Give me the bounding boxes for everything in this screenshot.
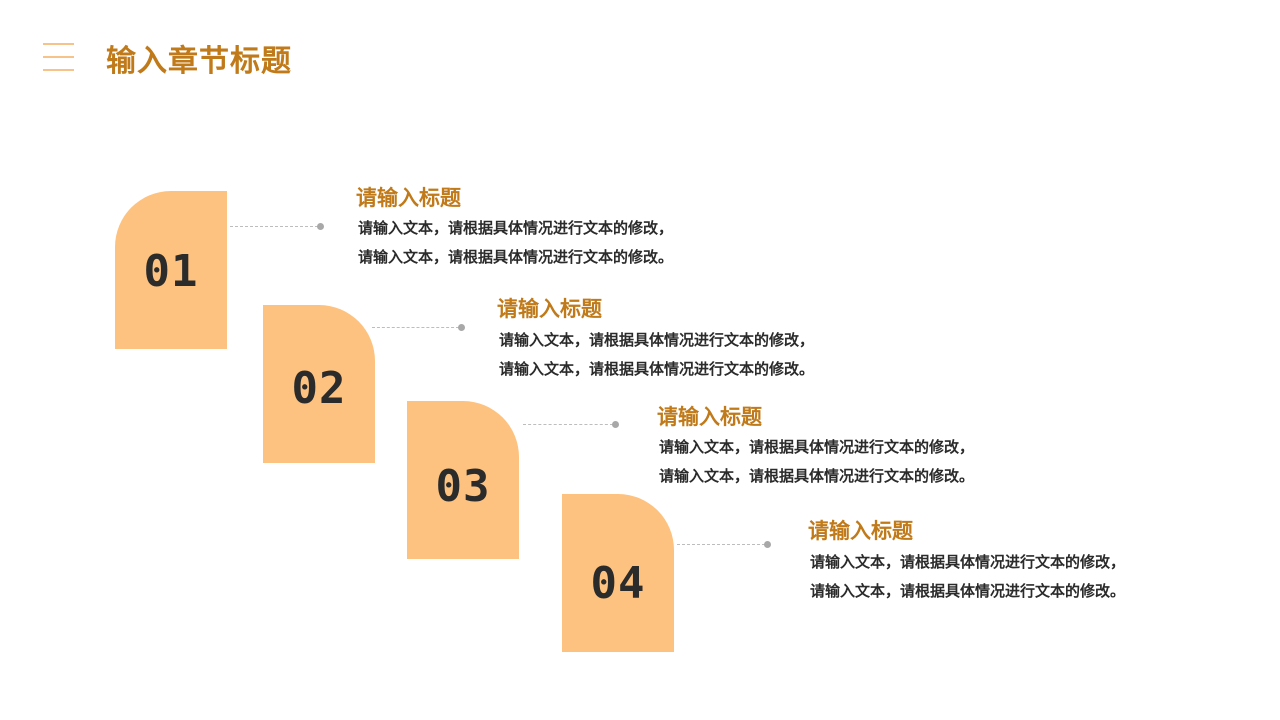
connector-line-4 [677, 544, 765, 545]
connector-dot-4 [764, 541, 771, 548]
item-body-4: 请输入文本，请根据具体情况进行文本的修改， 请输入文本，请根据具体情况进行文本的… [810, 548, 1125, 606]
step-card-1: 01 [115, 191, 227, 349]
step-number-4: 04 [590, 558, 646, 609]
item-body-1-line-1: 请输入文本，请根据具体情况进行文本的修改， [358, 219, 674, 237]
step-card-2: 02 [263, 305, 375, 463]
item-body-3: 请输入文本，请根据具体情况进行文本的修改， 请输入文本，请根据具体情况进行文本的… [659, 433, 974, 491]
item-heading-3: 请输入标题 [657, 405, 762, 429]
connector-dot-2 [458, 324, 465, 331]
item-heading-2: 请输入标题 [497, 297, 602, 321]
step-number-1: 01 [143, 246, 199, 297]
step-number-2: 02 [291, 363, 347, 414]
step-number-3: 03 [435, 461, 491, 512]
item-body-1: 请输入文本，请根据具体情况进行文本的修改， 请输入文本，请根据具体情况进行文本的… [358, 214, 673, 272]
item-heading-4: 请输入标题 [808, 519, 913, 543]
item-body-4-line-2: 请输入文本，请根据具体情况进行文本的修改。 [810, 582, 1126, 600]
connector-line-3 [523, 424, 613, 425]
connector-line-1 [230, 226, 318, 227]
item-body-2-line-2: 请输入文本，请根据具体情况进行文本的修改。 [499, 360, 815, 378]
connector-line-2 [372, 327, 459, 328]
step-card-3: 03 [407, 401, 519, 559]
item-body-3-line-2: 请输入文本，请根据具体情况进行文本的修改。 [659, 467, 975, 485]
item-body-2-line-1: 请输入文本，请根据具体情况进行文本的修改， [499, 331, 815, 349]
step-card-4: 04 [562, 494, 674, 652]
chapter-title: 输入章节标题 [106, 44, 292, 79]
connector-dot-3 [612, 421, 619, 428]
item-body-4-line-1: 请输入文本，请根据具体情况进行文本的修改， [810, 553, 1126, 571]
menu-lines-icon [43, 43, 74, 71]
item-body-2: 请输入文本，请根据具体情况进行文本的修改， 请输入文本，请根据具体情况进行文本的… [499, 326, 814, 384]
item-body-1-line-2: 请输入文本，请根据具体情况进行文本的修改。 [358, 248, 674, 266]
connector-dot-1 [317, 223, 324, 230]
item-body-3-line-1: 请输入文本，请根据具体情况进行文本的修改， [659, 438, 975, 456]
item-heading-1: 请输入标题 [356, 186, 461, 210]
